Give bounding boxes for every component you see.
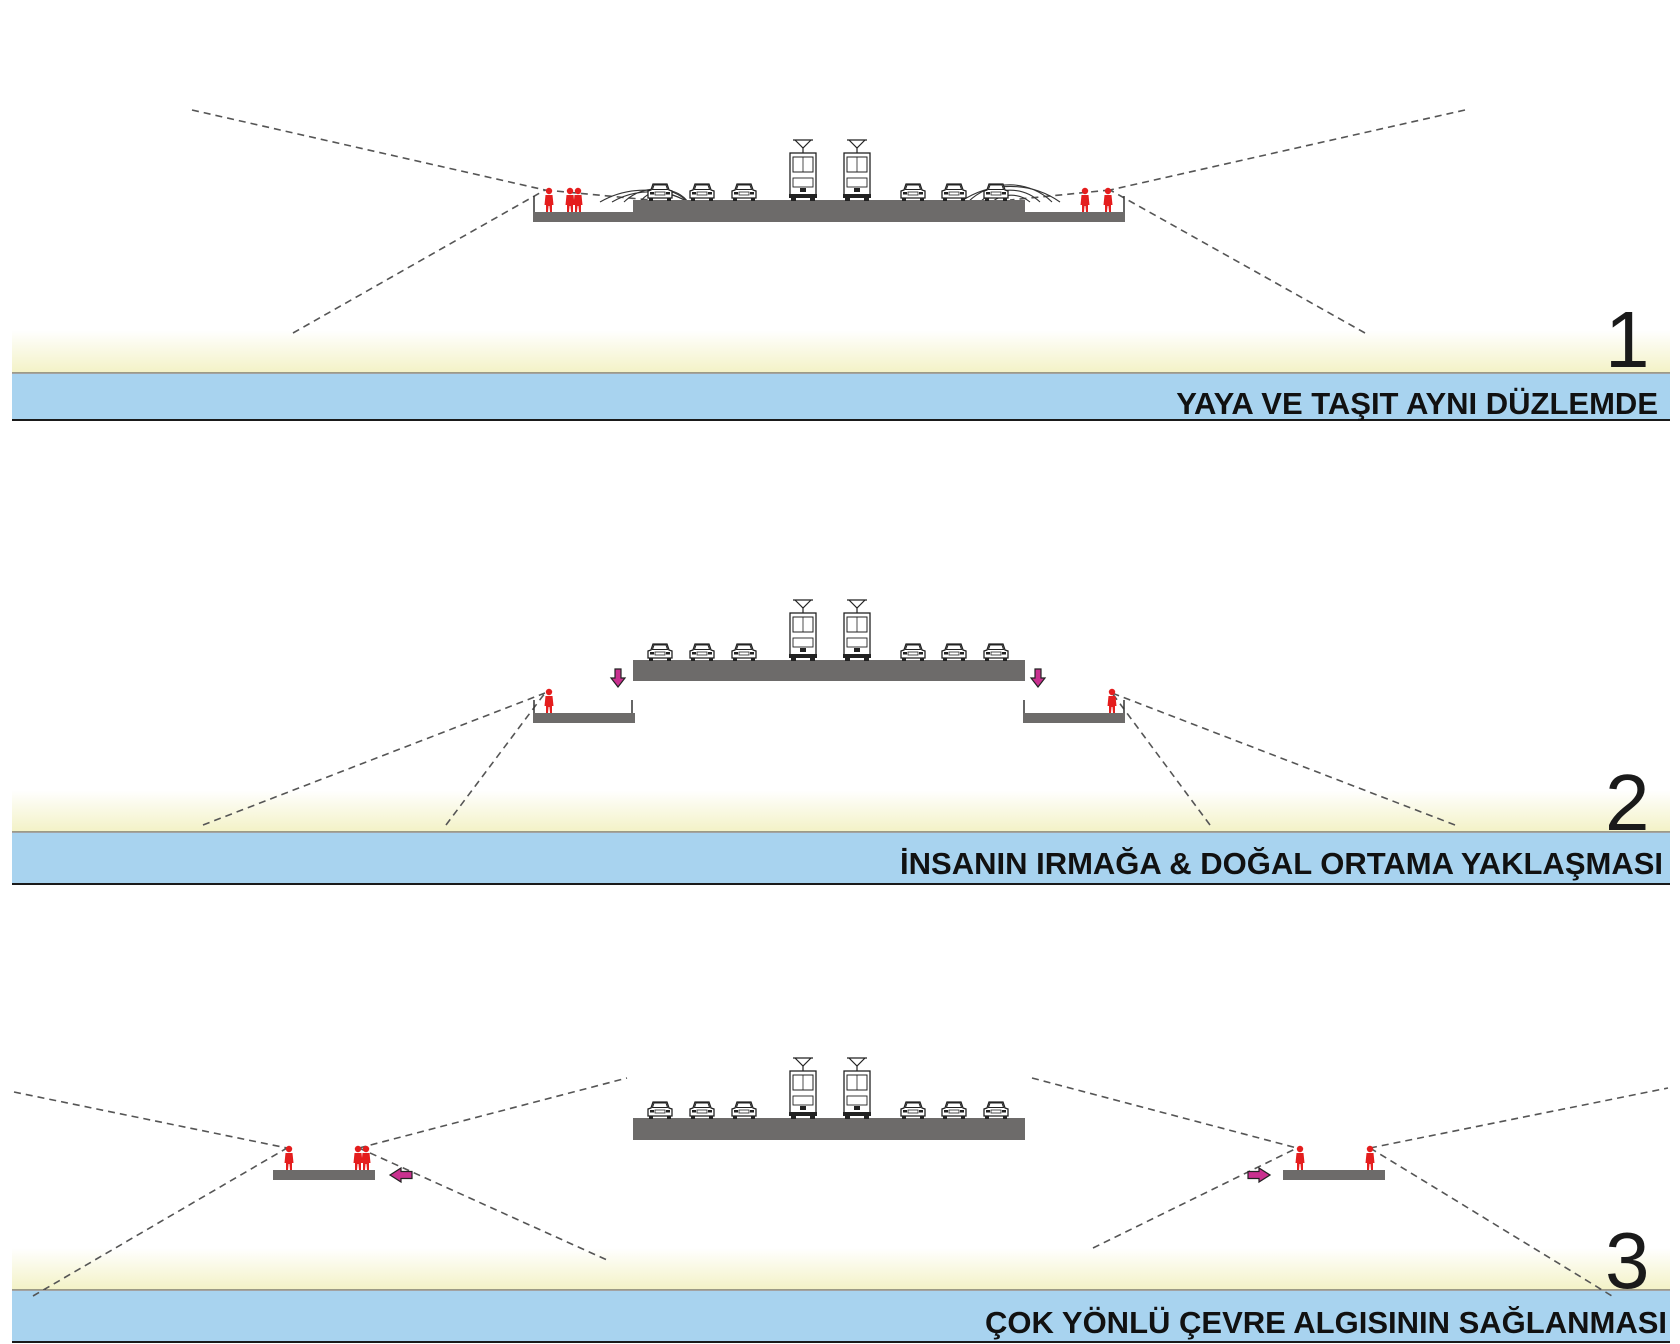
tram-icon [788,599,872,662]
panel-1: 1 YAYA VE TAŞIT AYNI DÜZLEMDE [12,109,1670,421]
panel-caption: YAYA VE TAŞIT AYNI DÜZLEMDE [1176,386,1658,421]
river-band [12,833,1670,884]
riverbank-band [12,1248,1670,1290]
riverbank-band [12,330,1670,373]
tram-icon [788,1057,872,1120]
panel-3: 3 ÇOK YÖNLÜ ÇEVRE ALGISININ SAĞLANMASI [12,1057,1670,1343]
road-deck [633,200,1025,222]
car-icon [647,1101,1009,1120]
person-icon [544,688,1117,713]
car-icon [647,183,1009,202]
sight-lines [202,692,1456,826]
river-band [12,374,1670,420]
panel-caption: ÇOK YÖNLÜ ÇEVRE ALGISININ SAĞLANMASI [985,1305,1667,1340]
panel-number: 1 [1605,295,1650,384]
panel-caption: İNSANIN IRMAĞA & DOĞAL ORTAMA YAKLAŞMASI [900,846,1663,881]
walkway-right [1283,1170,1385,1180]
road-deck [633,1118,1025,1140]
road-deck [633,660,1025,681]
riverbank-band [12,790,1670,832]
noise-wave-icon [599,184,1061,203]
person-icon [284,1145,1375,1170]
walkway-right [1022,212,1125,222]
tram-icon [788,139,872,202]
arrow-right-icon [1247,1167,1271,1183]
panel-number: 3 [1605,1216,1650,1305]
sight-lines [13,1077,1669,1297]
river-band [12,1291,1670,1342]
sight-lines [191,109,1466,334]
panel-number: 2 [1605,758,1650,847]
car-icon [647,643,1009,662]
walkway-left [533,713,635,723]
walkway-left [533,212,635,222]
panel-2: 2 İNSANIN IRMAĞA & DOĞAL ORTAMA YAKLAŞMA… [12,599,1670,885]
walkway-right [1023,713,1125,723]
walkway-left [273,1170,375,1180]
